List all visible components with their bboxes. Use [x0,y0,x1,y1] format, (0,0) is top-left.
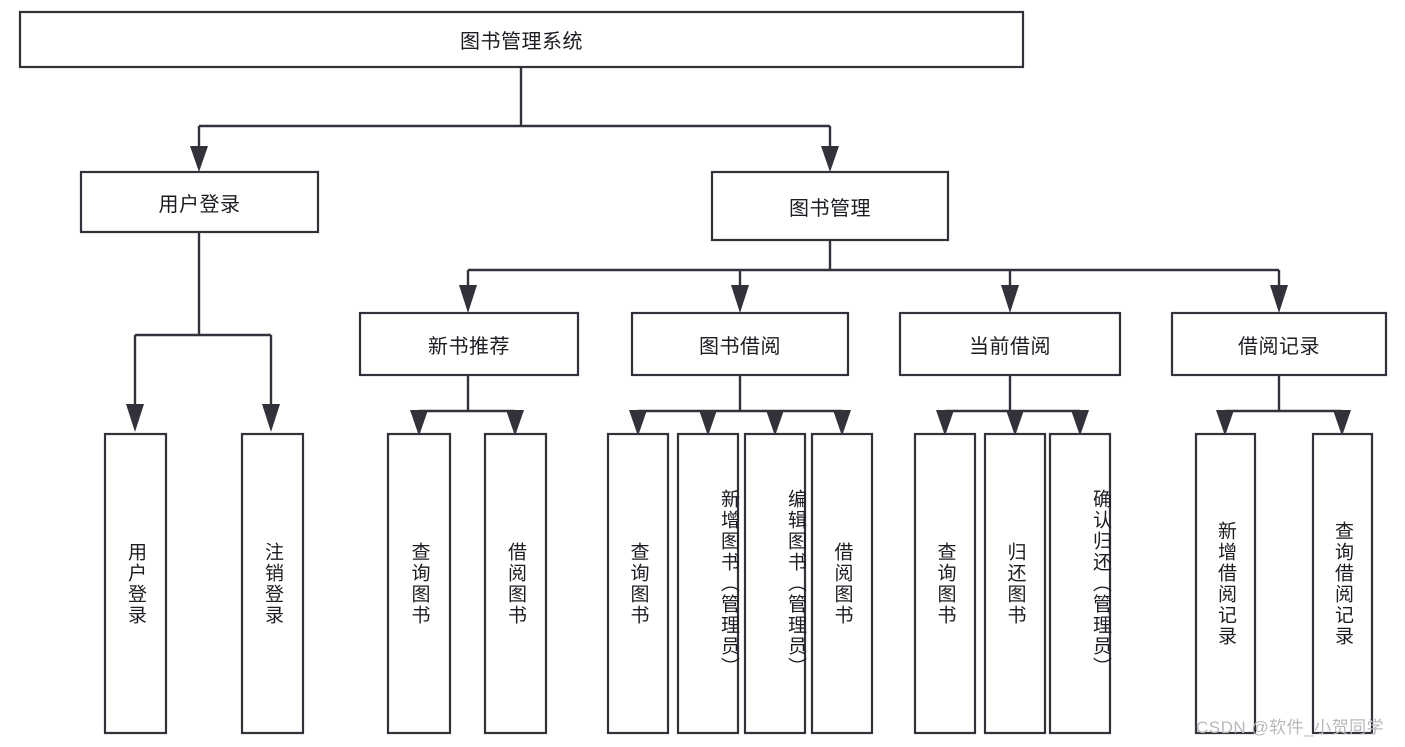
node-book-borrow[interactable] [630,311,850,377]
node-borrow-record[interactable] [1170,311,1388,377]
connector-new-book-recommend-to-leaves [410,375,524,436]
connector-current-borrow-to-leaves [936,375,1089,436]
connector-book-borrow-to-leaves [629,375,851,436]
node-leaf-query-book-1[interactable] [386,432,452,735]
node-leaf-add-book[interactable] [676,432,740,735]
node-leaf-add-record[interactable] [1194,432,1257,735]
node-root[interactable] [18,10,1025,69]
node-leaf-confirm-return[interactable] [1048,432,1112,735]
node-book-manage[interactable] [710,170,950,242]
connector-book-manage-to-level3 [459,240,1288,313]
node-leaf-query-book-3[interactable] [913,432,977,735]
connector-user-login-to-leaves [126,232,280,432]
node-leaf-logout-login[interactable] [240,432,305,735]
node-user-login[interactable] [79,170,320,234]
node-leaf-edit-book[interactable] [743,432,807,735]
node-leaf-user-login[interactable] [103,432,168,735]
node-leaf-borrow-book-1[interactable] [483,432,548,735]
node-leaf-query-book-2[interactable] [606,432,670,735]
node-new-book-recommend[interactable] [358,311,580,377]
node-current-borrow[interactable] [898,311,1122,377]
connector-root-to-level2 [190,67,839,172]
connector-borrow-record-to-leaves [1216,375,1351,436]
node-leaf-borrow-book-2[interactable] [810,432,874,735]
node-leaf-query-record[interactable] [1311,432,1374,735]
node-leaf-return-book[interactable] [983,432,1047,735]
